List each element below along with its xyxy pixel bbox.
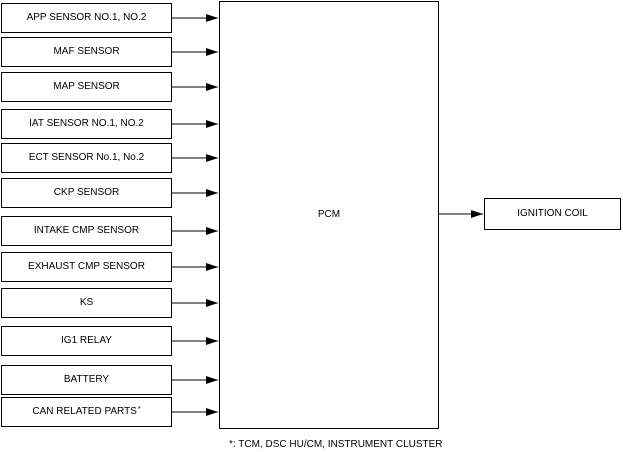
input-box-ig1-relay: IG1 RELAY — [1, 326, 172, 356]
input-box-can-related-parts: CAN RELATED PARTS* — [1, 397, 172, 427]
input-box-exhaust-cmp-sensor: EXHAUST CMP SENSOR — [1, 252, 172, 282]
input-label: MAF SENSOR — [53, 46, 120, 57]
input-box-battery: BATTERY — [1, 365, 172, 395]
input-box-map-sensor: MAP SENSOR — [1, 72, 172, 102]
input-label: IAT SENSOR NO.1, NO.2 — [29, 118, 144, 129]
input-box-app-sensor: APP SENSOR NO.1, NO.2 — [1, 3, 172, 33]
input-arrows — [172, 14, 218, 416]
input-label: MAP SENSOR — [53, 81, 120, 92]
input-label: CAN RELATED PARTS — [32, 406, 137, 417]
input-box-ks: KS — [1, 288, 172, 318]
input-label: BATTERY — [63, 374, 110, 385]
input-box-ect-sensor: ECT SENSOR No.1, No.2 — [1, 143, 172, 173]
pcm-label: PCM — [317, 209, 341, 220]
input-label: CKP SENSOR — [53, 187, 120, 198]
input-label: APP SENSOR NO.1, NO.2 — [26, 12, 147, 23]
input-box-ckp-sensor: CKP SENSOR — [1, 178, 172, 208]
output-box-ignition-coil: IGNITION COIL — [484, 198, 621, 230]
input-label: KS — [79, 297, 94, 308]
input-box-iat-sensor: IAT SENSOR NO.1, NO.2 — [1, 109, 172, 139]
footnote-text: *: TCM, DSC HU/CM, INSTRUMENT CLUSTER — [229, 439, 443, 450]
output-label: IGNITION COIL — [517, 208, 588, 219]
input-label: EXHAUST CMP SENSOR — [28, 261, 145, 272]
input-box-intake-cmp-sensor: INTAKE CMP SENSOR — [1, 216, 172, 246]
input-label: INTAKE CMP SENSOR — [33, 225, 140, 236]
pcm-box: PCM — [219, 1, 439, 429]
input-box-maf-sensor: MAF SENSOR — [1, 37, 172, 67]
footnote-marker: * — [137, 405, 141, 413]
input-label: IG1 RELAY — [61, 335, 112, 346]
input-label: ECT SENSOR No.1, No.2 — [28, 152, 145, 163]
